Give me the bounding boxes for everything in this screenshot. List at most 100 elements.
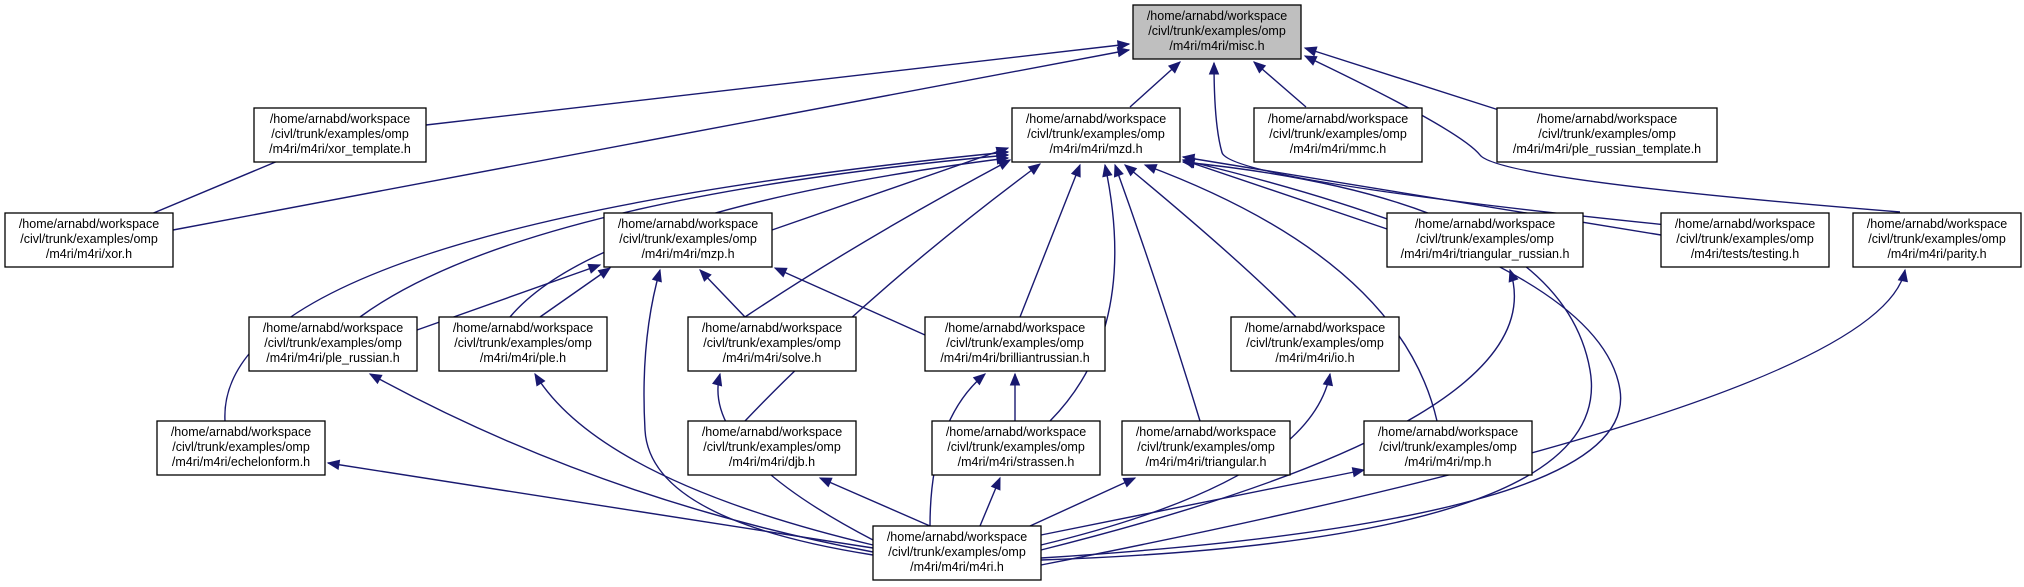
edge-m4ri-to-triangular: [1029, 477, 1137, 527]
edge-line: [1049, 164, 1116, 422]
arrowhead: [997, 159, 1012, 171]
arrowhead: [699, 269, 712, 282]
node-label-line: /home/arnabd/workspace: [270, 112, 410, 126]
node-label-line: /m4ri/m4ri/xor_template.h: [269, 142, 411, 156]
node-label-line: /m4ri/m4ri/ple.h: [480, 351, 566, 365]
edge-strassen-to-mzd: [1049, 163, 1116, 422]
node-xor[interactable]: /home/arnabd/workspace/civl/trunk/exampl…: [4, 212, 174, 268]
arrowhead: [773, 267, 788, 278]
node-label-line: /civl/trunk/examples/omp: [20, 232, 158, 246]
node-label-line: /home/arnabd/workspace: [19, 217, 159, 231]
nodes-layer: /home/arnabd/workspace/civl/trunk/exampl…: [4, 4, 2022, 581]
arrowhead: [1167, 61, 1181, 74]
edge-line: [1304, 55, 1901, 213]
edge-m4ri-to-ple: [534, 372, 874, 546]
node-m4ri[interactable]: /home/arnabd/workspace/civl/trunk/exampl…: [872, 525, 1042, 581]
edge-parity-to-misc: [1303, 55, 1901, 213]
node-label-line: /home/arnabd/workspace: [1378, 425, 1518, 439]
node-label-line: /home/arnabd/workspace: [1675, 217, 1815, 231]
node-label-line: /m4ri/m4ri/triangular.h: [1146, 455, 1267, 469]
edge-solve-to-mzp: [699, 269, 746, 318]
node-djb[interactable]: /home/arnabd/workspace/civl/trunk/exampl…: [687, 420, 857, 476]
edge-triangular-to-mzd: [1113, 163, 1201, 422]
node-io[interactable]: /home/arnabd/workspace/civl/trunk/exampl…: [1230, 316, 1400, 372]
node-label-line: /m4ri/tests/testing.h: [1691, 247, 1799, 261]
arrowhead: [597, 267, 612, 279]
node-xor-template[interactable]: /home/arnabd/workspace/civl/trunk/exampl…: [253, 107, 427, 163]
arrowhead: [1351, 467, 1366, 478]
arrowhead: [1102, 163, 1113, 178]
node-label-line: /civl/trunk/examples/omp: [172, 440, 310, 454]
arrowhead: [1027, 163, 1042, 176]
edge-ple_russian_template-to-misc: [1303, 46, 1503, 112]
node-box: [687, 316, 857, 372]
node-box: [931, 420, 1101, 476]
node-ple-russian-template[interactable]: /home/arnabd/workspace/civl/trunk/exampl…: [1496, 107, 1718, 163]
node-mzd[interactable]: /home/arnabd/workspace/civl/trunk/exampl…: [1011, 107, 1181, 163]
edge-line: [1144, 164, 1438, 422]
node-echelonform[interactable]: /home/arnabd/workspace/civl/trunk/exampl…: [156, 420, 326, 476]
edge-line: [771, 147, 1009, 231]
node-triangular[interactable]: /home/arnabd/workspace/civl/trunk/exampl…: [1121, 420, 1291, 476]
node-box: [1660, 212, 1830, 268]
edge-xor-to-misc: [172, 46, 1131, 231]
arrowhead: [1143, 164, 1158, 174]
node-box: [1132, 4, 1302, 60]
node-label-line: /m4ri/m4ri/xor.h: [46, 247, 132, 261]
edge-line: [1304, 47, 1503, 112]
node-label-line: /home/arnabd/workspace: [618, 217, 758, 231]
edge-m4ri-to-strassen: [979, 476, 1001, 527]
arrowhead: [1897, 268, 1908, 283]
edge-line: [1213, 62, 1668, 226]
edge-mzp-to-mzd: [771, 146, 1010, 231]
arrowhead: [587, 263, 602, 274]
node-box: [1121, 420, 1291, 476]
node-label-line: /civl/trunk/examples/omp: [1538, 127, 1676, 141]
node-label-line: /civl/trunk/examples/omp: [1148, 24, 1286, 38]
node-box: [1386, 212, 1584, 268]
arrowhead: [1122, 477, 1137, 488]
node-label-line: /m4ri/m4ri/djb.h: [729, 455, 815, 469]
node-brilliantrussian[interactable]: /home/arnabd/workspace/civl/trunk/exampl…: [924, 316, 1106, 372]
node-solve[interactable]: /home/arnabd/workspace/civl/trunk/exampl…: [687, 316, 857, 372]
node-testing[interactable]: /home/arnabd/workspace/civl/trunk/exampl…: [1660, 212, 1830, 268]
node-box: [924, 316, 1106, 372]
edge-m4ri-to-mp: [1040, 467, 1366, 536]
node-label-line: /civl/trunk/examples/omp: [1379, 440, 1517, 454]
node-label-line: /civl/trunk/examples/omp: [703, 440, 841, 454]
node-strassen[interactable]: /home/arnabd/workspace/civl/trunk/exampl…: [931, 420, 1101, 476]
node-mmc[interactable]: /home/arnabd/workspace/civl/trunk/exampl…: [1253, 107, 1423, 163]
edge-line: [1040, 161, 1593, 561]
node-parity[interactable]: /home/arnabd/workspace/civl/trunk/exampl…: [1852, 212, 2022, 268]
edge-mp-to-mzd: [1143, 164, 1438, 422]
node-label-line: /home/arnabd/workspace: [702, 321, 842, 335]
node-label-line: /civl/trunk/examples/omp: [703, 336, 841, 350]
edge-line: [539, 267, 611, 318]
edge-line: [224, 151, 1009, 422]
node-ple[interactable]: /home/arnabd/workspace/civl/trunk/exampl…: [438, 316, 608, 372]
edge-xor_template-to-misc: [425, 40, 1131, 126]
node-label-line: /m4ri/m4ri/misc.h: [1169, 39, 1264, 53]
arrowhead: [1253, 61, 1267, 74]
arrowhead: [1116, 40, 1131, 51]
node-label-line: /m4ri/m4ri/mmc.h: [1290, 142, 1387, 156]
node-box: [248, 316, 418, 372]
arrowhead: [326, 459, 341, 470]
arrowhead: [1208, 61, 1220, 75]
node-label-line: /civl/trunk/examples/omp: [1027, 127, 1165, 141]
node-box: [1363, 420, 1533, 476]
edge-line: [1040, 469, 1365, 536]
arrowhead: [368, 373, 383, 385]
arrowhead: [1322, 372, 1334, 387]
node-box: [687, 420, 857, 476]
node-label-line: /m4ri/m4ri/solve.h: [723, 351, 822, 365]
node-triangular-russian[interactable]: /home/arnabd/workspace/civl/trunk/exampl…: [1386, 212, 1584, 268]
arrowhead: [972, 373, 987, 386]
node-ple-russian[interactable]: /home/arnabd/workspace/civl/trunk/exampl…: [248, 316, 418, 372]
node-label-line: /home/arnabd/workspace: [1867, 217, 2007, 231]
node-label-line: /home/arnabd/workspace: [453, 321, 593, 335]
node-mp[interactable]: /home/arnabd/workspace/civl/trunk/exampl…: [1363, 420, 1533, 476]
node-mzp[interactable]: /home/arnabd/workspace/civl/trunk/exampl…: [603, 212, 773, 268]
node-label-line: /m4ri/m4ri/ple_russian.h: [266, 351, 399, 365]
node-box: [1852, 212, 2022, 268]
